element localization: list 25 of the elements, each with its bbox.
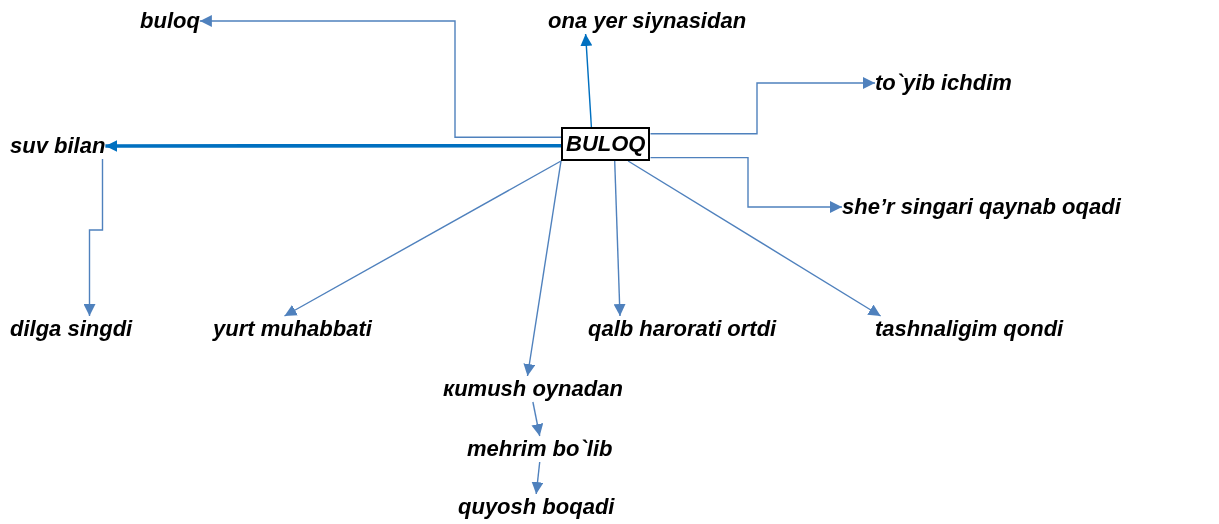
arrow xyxy=(649,156,843,213)
arrow xyxy=(580,33,593,128)
central-word-box: BULOQ xyxy=(561,127,651,161)
arrow xyxy=(649,77,876,135)
word-label: yurt muhabbati xyxy=(213,316,372,342)
arrow xyxy=(531,461,544,495)
word-label: mehrim bo`lib xyxy=(467,436,613,462)
word-label: suv bilan xyxy=(10,133,106,159)
word-label: buloq xyxy=(140,8,200,34)
word-label: кumush oynadan xyxy=(443,376,623,402)
word-label: tashnaligim qondi xyxy=(875,316,1064,342)
arrow xyxy=(83,158,104,317)
arrow xyxy=(283,160,562,317)
word-label: ona yer siynasidan xyxy=(548,8,747,34)
word-label: to`yib ichdim xyxy=(875,70,1012,96)
word-label: qalb harorati ortdi xyxy=(588,316,777,342)
arrow xyxy=(531,401,544,437)
arrow xyxy=(199,15,562,138)
word-label: she’r singari qaynab oqadi xyxy=(842,194,1121,220)
arrow xyxy=(627,160,882,317)
arrow xyxy=(523,160,562,377)
word-label: dilga singdi xyxy=(10,316,133,342)
arrow xyxy=(105,140,561,152)
word-label: quyosh boqadi xyxy=(458,494,615,520)
arrow xyxy=(613,160,626,317)
